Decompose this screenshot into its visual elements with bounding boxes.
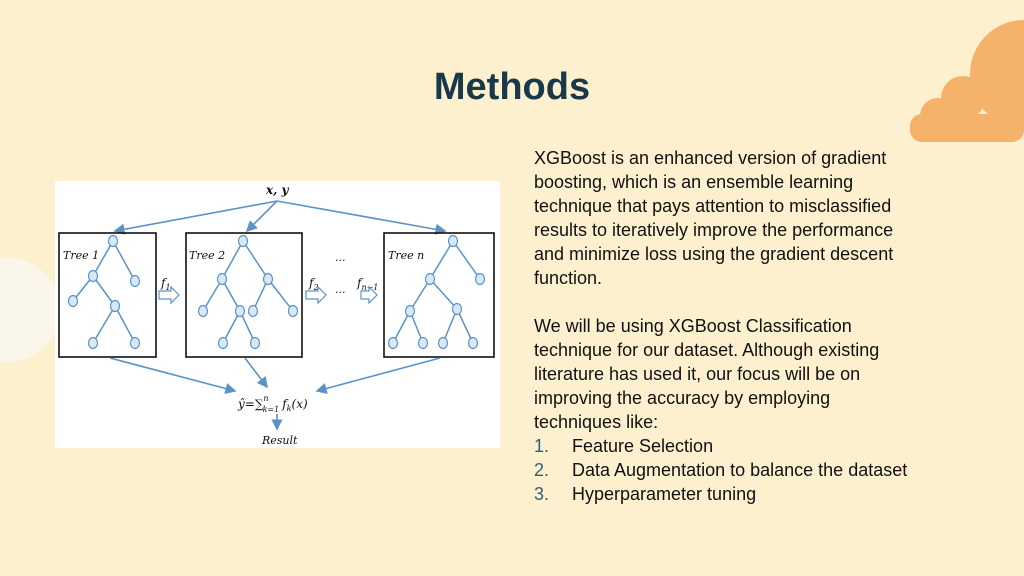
list-number: 3. <box>534 484 550 504</box>
ellipsis-top: ... <box>335 251 346 264</box>
f1-arrow-icon <box>158 285 180 305</box>
approach-description: We will be using XGBoost Classification … <box>534 316 880 432</box>
list-text: Feature Selection <box>572 436 714 456</box>
list-number: 1. <box>534 436 550 456</box>
tree-2-label: Tree 2 <box>189 249 225 262</box>
xgboost-description: XGBoost is an enhanced version of gradie… <box>534 148 894 288</box>
methods-text: XGBoost is an enhanced version of gradie… <box>534 146 914 506</box>
f2-arrow-icon <box>305 285 327 305</box>
tree-2: Tree 2 <box>185 232 303 358</box>
cream-cloud-decoration <box>0 258 60 362</box>
tree1-to-sum-arrow <box>109 357 237 394</box>
input-arrow-tree1 <box>113 200 278 235</box>
tree2-to-sum-arrow <box>244 357 268 389</box>
tree-1-label: Tree 1 <box>63 249 99 262</box>
orange-cloud-decoration <box>910 20 1024 142</box>
input-arrow-tree2 <box>245 200 278 233</box>
input-arrow-treen <box>276 200 447 235</box>
xgboost-diagram: x, y Tree 1 f1 <box>55 181 500 448</box>
fn1-label: fn−1 <box>356 276 378 292</box>
xgboost-diagram-svg: x, y Tree 1 f1 <box>58 183 495 447</box>
technique-list: 1. Feature Selection 2. Data Augmentatio… <box>534 434 914 506</box>
tree-n: Tree n <box>383 232 495 358</box>
list-item: 1. Feature Selection <box>534 434 914 458</box>
treen-to-sum-arrow <box>315 357 441 394</box>
list-number: 2. <box>534 460 550 480</box>
list-text: Data Augmentation to balance the dataset <box>572 460 908 480</box>
list-item: 2. Data Augmentation to balance the data… <box>534 458 914 482</box>
list-text: Hyperparameter tuning <box>572 484 757 504</box>
result-label: Result <box>261 434 298 447</box>
list-item: 3. Hyperparameter tuning <box>534 482 914 506</box>
f2-label: f2 <box>308 276 319 292</box>
fn1-arrow-icon <box>360 285 378 305</box>
input-label: x, y <box>265 183 290 197</box>
tree-1: Tree 1 <box>58 232 157 358</box>
slide-title: Methods <box>433 66 591 108</box>
ellipsis-mid: ... <box>335 283 346 296</box>
f1-label: f1 <box>160 276 171 292</box>
tree-n-label: Tree n <box>388 249 424 262</box>
